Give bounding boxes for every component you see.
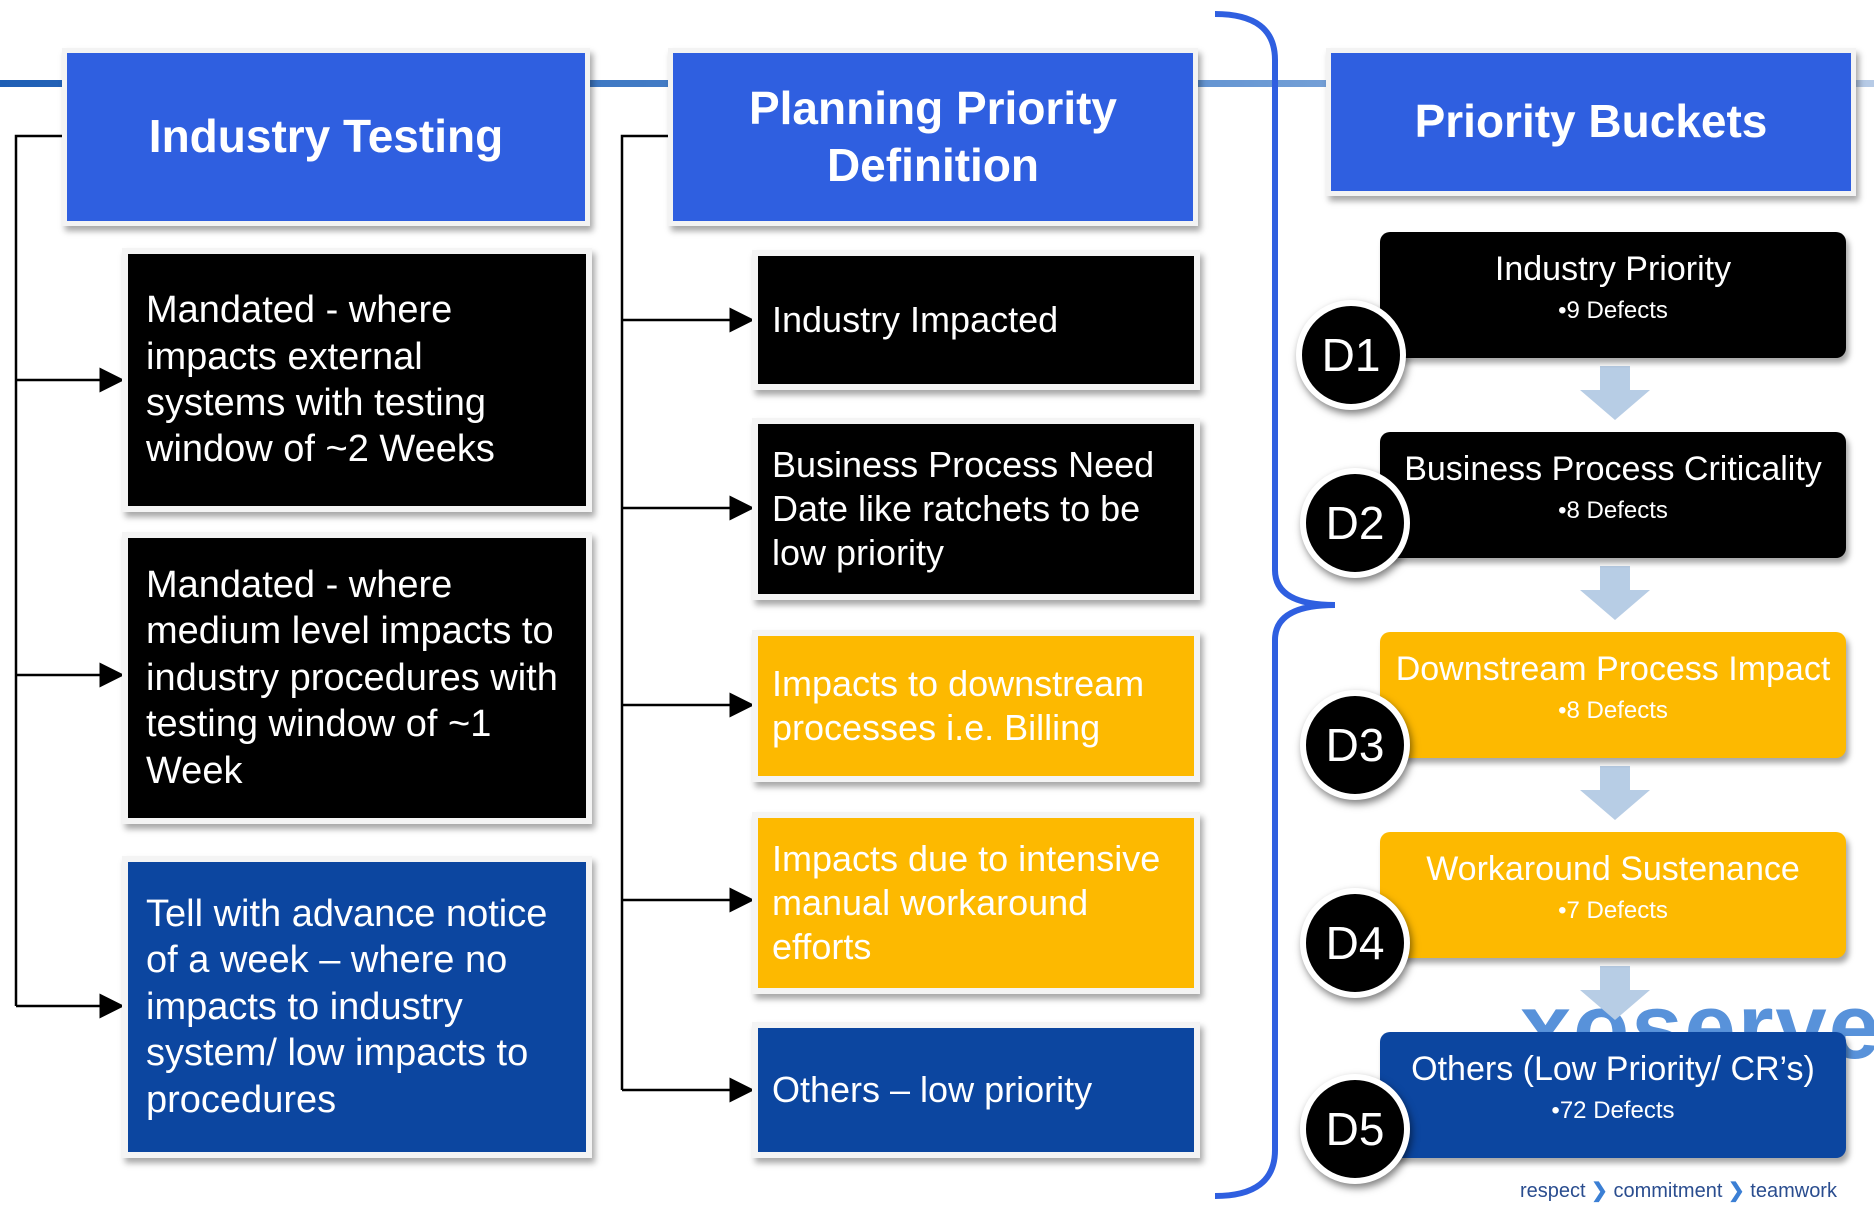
bucket-title: Others (Low Priority/ CR’s): [1411, 1050, 1815, 1088]
header-priority-buckets: Priority Buckets: [1326, 48, 1856, 196]
industry-testing-item-text: Mandated - where impacts external system…: [146, 289, 495, 471]
footer-commitment: commitment: [1613, 1180, 1723, 1202]
footer-respect: respect: [1520, 1180, 1586, 1202]
footer-chevron-icon: ❯: [1727, 1180, 1751, 1202]
planning-item-text: Impacts to downstream processes i.e. Bil…: [772, 663, 1145, 748]
bucket-title: Industry Priority: [1494, 250, 1732, 288]
header-priority-buckets-label: Priority Buckets: [1414, 95, 1768, 148]
footer-tagline: respect ❯ commitment ❯ teamwork: [1520, 1178, 1837, 1203]
bucket-defects: •8 Defects: [1558, 697, 1668, 724]
planning-item: Industry Impacted: [752, 250, 1200, 390]
header-industry-testing-label: Industry Testing: [148, 110, 504, 163]
bucket-code-d2: D2: [1300, 468, 1410, 578]
header-industry-testing: Industry Testing: [62, 48, 590, 226]
planning-item-text: Impacts due to intensive manual workarou…: [772, 838, 1161, 967]
planning-item: Impacts to downstream processes i.e. Bil…: [752, 630, 1200, 782]
bucket-title: Downstream Process Impact: [1395, 650, 1831, 688]
bucket-defects: •72 Defects: [1551, 1097, 1675, 1124]
header-planning-priority: Planning Priority Definition: [668, 48, 1198, 226]
planning-item-text: Business Process Need Date like ratchets…: [772, 444, 1155, 573]
bucket-code-d4: D4: [1300, 888, 1410, 998]
priority-bucket-d3: Downstream Process Impact •8 Defects: [1380, 632, 1846, 758]
industry-testing-item: Mandated - where impacts external system…: [122, 248, 592, 512]
bucket-title: Workaround Sustenance: [1426, 850, 1800, 888]
bucket-code-d5: D5: [1300, 1074, 1410, 1184]
priority-bucket-d1: Industry Priority •9 Defects: [1380, 232, 1846, 358]
bucket-title: Business Process Criticality: [1404, 450, 1822, 488]
planning-item: Business Process Need Date like ratchets…: [752, 418, 1200, 600]
priority-bucket-d5: Others (Low Priority/ CR’s) •72 Defects: [1380, 1032, 1846, 1158]
bucket-code-d3: D3: [1300, 690, 1410, 800]
header-planning-priority-label: Planning Priority Definition: [748, 81, 1118, 192]
bucket-defects: •7 Defects: [1558, 897, 1668, 924]
bucket-defects: •8 Defects: [1558, 497, 1668, 524]
bucket-defects: •9 Defects: [1558, 297, 1668, 324]
priority-bucket-d4: Workaround Sustenance •7 Defects: [1380, 832, 1846, 958]
industry-testing-item-text: Mandated - where medium level impacts to…: [146, 564, 558, 792]
industry-testing-item: Mandated - where medium level impacts to…: [122, 532, 592, 824]
planning-item-text: Industry Impacted: [772, 299, 1059, 341]
industry-testing-item-text: Tell with advance notice of a week – whe…: [146, 893, 548, 1121]
planning-item-text: Others – low priority: [772, 1069, 1093, 1111]
bucket-code-d1: D1: [1296, 300, 1406, 410]
planning-item: Impacts due to intensive manual workarou…: [752, 812, 1200, 994]
footer-chevron-icon: ❯: [1591, 1180, 1614, 1202]
planning-item: Others – low priority: [752, 1022, 1200, 1158]
industry-testing-item: Tell with advance notice of a week – whe…: [122, 856, 592, 1158]
footer-teamwork: teamwork: [1750, 1180, 1837, 1202]
priority-bucket-d2: Business Process Criticality •8 Defects: [1380, 432, 1846, 558]
